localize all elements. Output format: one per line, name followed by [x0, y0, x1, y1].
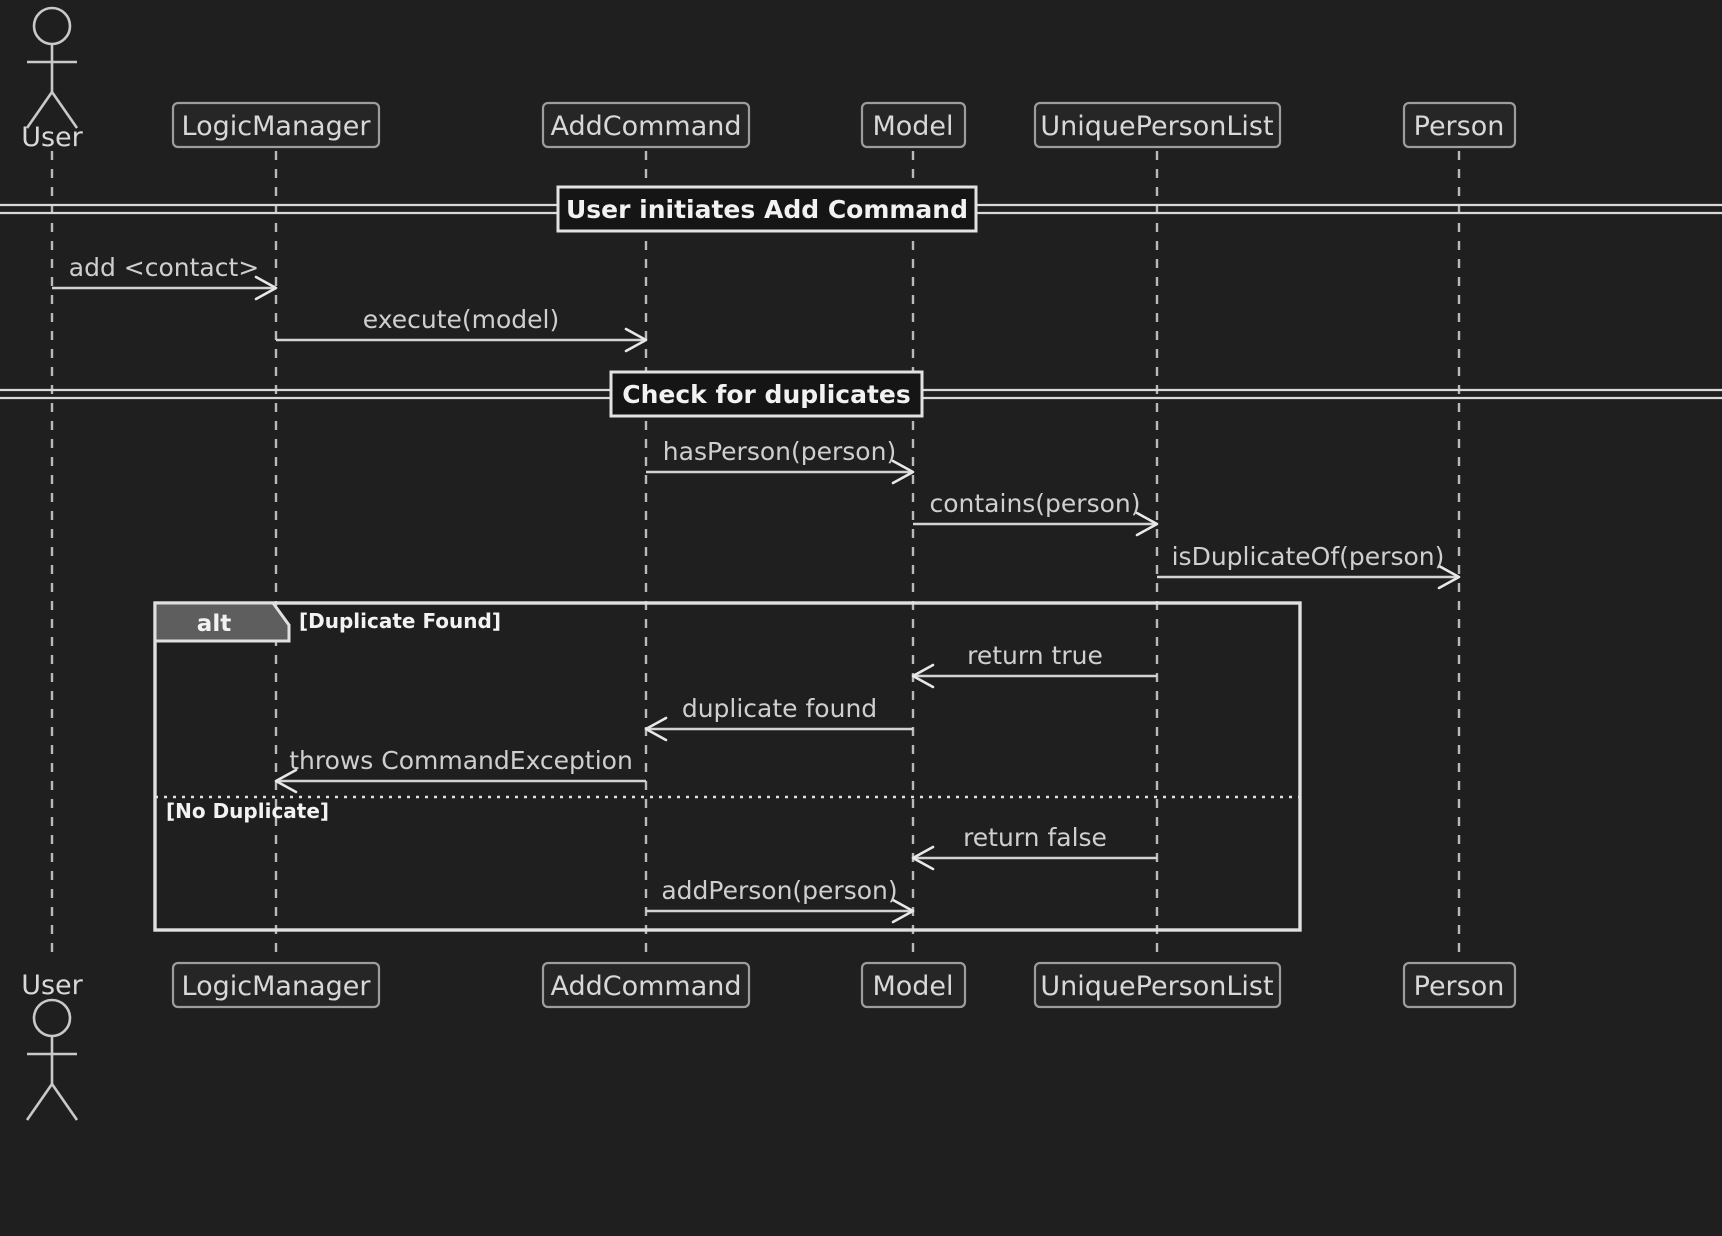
actor-head-bottom	[32, 998, 72, 1038]
participant-box-addcommand-footer[interactable]	[541, 961, 751, 1009]
message-label-m8: throws CommandException	[289, 746, 633, 775]
participant-box-person-footer[interactable]	[1402, 961, 1517, 1009]
participant-label-person-footer: Person	[1414, 971, 1505, 1002]
messages-group: add <contact> execute(model) hasPerson(per…	[52, 253, 1461, 924]
participant-box-logicmanager[interactable]	[171, 101, 381, 149]
message-label-m2: execute(model)	[363, 305, 559, 334]
message-arrowhead-m8	[274, 768, 298, 794]
guard-no-duplicate: [No Duplicate]	[166, 799, 329, 823]
message-label-m4: contains(person)	[929, 489, 1140, 518]
participant-label-model: Model	[872, 111, 953, 142]
divider-1-box	[556, 185, 978, 233]
message-arrowhead-m7	[644, 716, 668, 742]
guard-duplicate-found: [Duplicate Found]	[299, 609, 501, 633]
actor-label-user-top: User	[21, 122, 83, 153]
message-arrowhead-m9	[911, 845, 935, 871]
actor-leg-left-bottom	[25, 1083, 54, 1121]
participant-box-logicmanager-footer[interactable]	[171, 961, 381, 1009]
participant-label-uniquepersonlist-footer: UniquePersonList	[1040, 971, 1273, 1002]
participant-label-person: Person	[1414, 111, 1505, 142]
message-label-m5: isDuplicateOf(person)	[1172, 542, 1445, 571]
actor-leg-right-bottom	[50, 1083, 79, 1121]
message-m5: isDuplicateOf(person)	[1157, 542, 1461, 590]
lifelines-group	[50, 151, 1461, 959]
divider-1-label: User initiates Add Command	[566, 195, 968, 224]
participant-box-person[interactable]	[1402, 101, 1517, 149]
participant-label-addcommand-footer: AddCommand	[550, 971, 741, 1002]
actor-head-top	[32, 6, 72, 46]
message-label-m7: duplicate found	[682, 694, 877, 723]
message-arrowhead-m3	[891, 459, 915, 485]
participant-footers-group: User LogicManager AddCommand Model UniquePer…	[21, 961, 1517, 1121]
participant-label-uniquepersonlist: UniquePersonList	[1040, 111, 1273, 142]
divider-2-box	[609, 370, 924, 418]
actor-label-user-bottom: User	[21, 970, 83, 1001]
message-label-m6: return true	[967, 641, 1103, 670]
participant-headers-group: User LogicManager AddCommand Model UniquePer…	[21, 6, 1517, 153]
actor-leg-right-top	[50, 91, 79, 129]
alt-fragment-operator: alt	[197, 611, 231, 637]
divider-2-label: Check for duplicates	[622, 380, 911, 409]
participant-box-addcommand[interactable]	[541, 101, 751, 149]
message-m3: hasPerson(person)	[646, 437, 915, 485]
participant-box-model-footer[interactable]	[860, 961, 967, 1009]
alt-fragment-group: alt [Duplicate Found] [No Duplicate]	[153, 601, 1302, 932]
message-arrowhead-m10	[891, 898, 915, 924]
participant-label-logicmanager-footer: LogicManager	[182, 971, 372, 1002]
message-label-m10: addPerson(person)	[661, 876, 897, 905]
participant-box-uniquepersonlist-footer[interactable]	[1033, 961, 1282, 1009]
actor-leg-left-top	[25, 91, 54, 129]
message-m2: execute(model)	[276, 305, 648, 353]
message-m9: return false	[911, 823, 1157, 871]
alt-fragment-tab	[153, 601, 291, 643]
message-label-m1: add <contact>	[69, 253, 259, 282]
message-arrowhead-m4	[1135, 511, 1159, 537]
message-arrowhead-m5	[1437, 564, 1461, 590]
message-m10: addPerson(person)	[646, 876, 915, 924]
message-arrowhead-m2	[624, 327, 648, 353]
participant-box-model[interactable]	[860, 101, 967, 149]
message-label-m3: hasPerson(person)	[663, 437, 896, 466]
alt-fragment-border	[153, 601, 1302, 932]
message-m7: duplicate found	[644, 694, 913, 742]
participant-box-uniquepersonlist[interactable]	[1033, 101, 1282, 149]
participant-label-logicmanager: LogicManager	[182, 111, 372, 142]
participant-label-model-footer: Model	[872, 971, 953, 1002]
message-m8: throws CommandException	[274, 746, 646, 794]
participant-label-addcommand: AddCommand	[550, 111, 741, 142]
message-m1: add <contact>	[52, 253, 278, 301]
message-label-m9: return false	[963, 823, 1107, 852]
message-m6: return true	[911, 641, 1157, 689]
message-arrowhead-m1	[254, 275, 278, 301]
message-m4: contains(person)	[913, 489, 1159, 537]
message-arrowhead-m6	[911, 663, 935, 689]
